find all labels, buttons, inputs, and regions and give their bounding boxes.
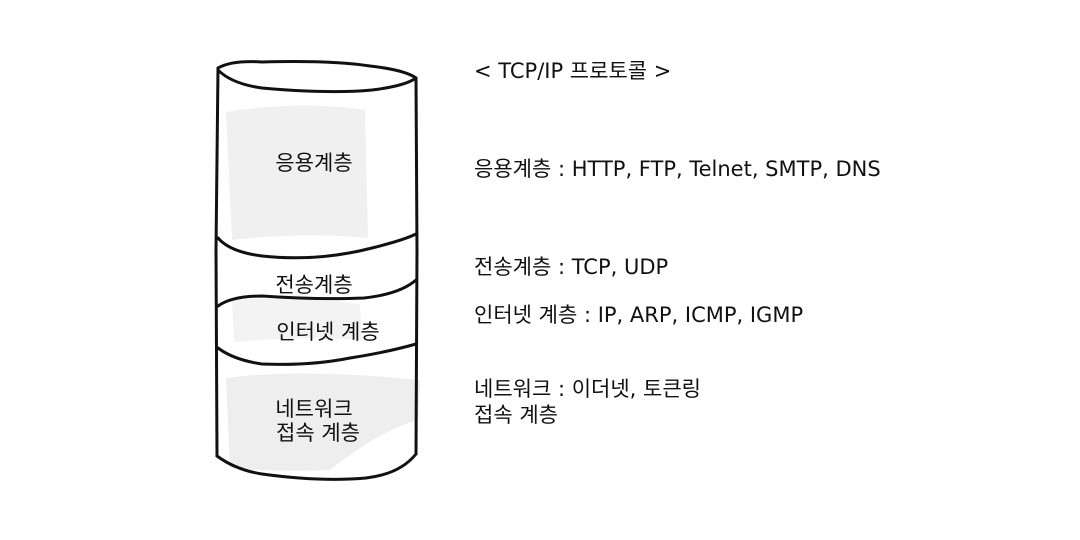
- divider-internet-network: [216, 342, 418, 366]
- application-layer-description: 응용계층 : HTTP, FTP, Telnet, SMTP, DNS: [474, 157, 881, 181]
- layer-label-network-line2: 접속 계층: [276, 421, 360, 445]
- layer-label-transport: 전송계층: [275, 273, 352, 297]
- cylinder-bottom-edge: [215, 452, 418, 481]
- cylinder-left-side: [214, 66, 220, 458]
- cylinder-right-side: [414, 76, 419, 456]
- cylinder-top-rim: [216, 68, 418, 94]
- network-access-layer-description: 네트워크 : 이더넷, 토큰링 접속 계층: [474, 376, 701, 428]
- layer-labels: 응용계층 전송계층 인터넷 계층 네트워크 접속 계층: [275, 151, 379, 445]
- cylinder-shading: [226, 105, 420, 471]
- protocol-title: < TCP/IP 프로토콜 >: [474, 59, 672, 83]
- divider-transport-internet: [216, 278, 418, 308]
- divider-application-transport: [216, 232, 418, 260]
- cylinder-top-edge: [216, 60, 418, 80]
- cylinder-outline: [214, 60, 419, 481]
- network-access-description-line2: 접속 계층: [474, 403, 558, 427]
- transport-layer-description: 전송계층 : TCP, UDP: [474, 255, 669, 279]
- network-access-description-line1: 네트워크 : 이더넷, 토큰링: [474, 377, 701, 401]
- layer-label-network-line1: 네트워크: [275, 397, 352, 421]
- internet-layer-description: 인터넷 계층 : IP, ARP, ICMP, IGMP: [474, 303, 804, 327]
- layer-label-application: 응용계층: [275, 151, 352, 175]
- layer-label-internet: 인터넷 계층: [276, 320, 379, 344]
